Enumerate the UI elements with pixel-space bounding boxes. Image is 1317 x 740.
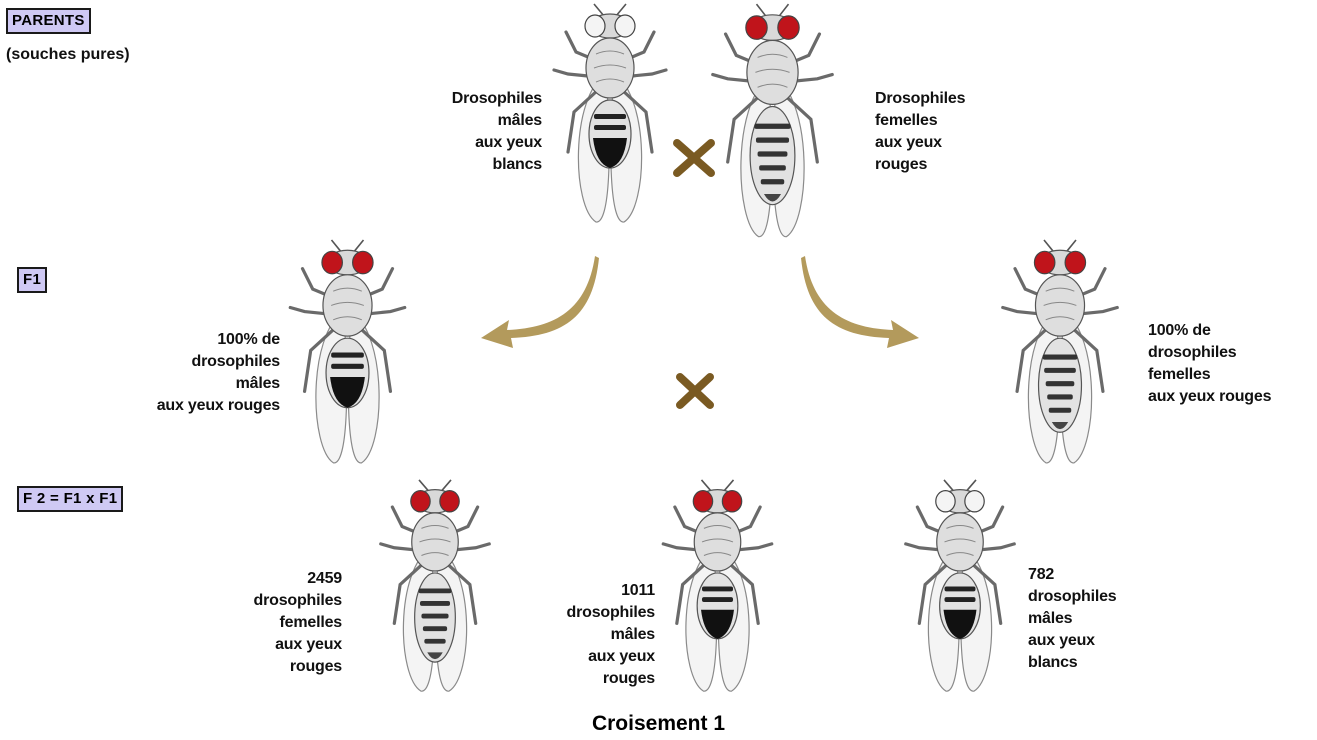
arrow-to-f1-male: [475, 250, 605, 350]
cross-symbol-parents: [673, 139, 715, 177]
label-f2-female-red: 2459 drosophiles femelles aux yeux rouge…: [200, 568, 342, 678]
fly-parent-female: [700, 2, 845, 242]
label-f2-male-red: 1011 drosophiles mâles aux yeux rouges: [512, 580, 655, 690]
fly-f1-female: [980, 238, 1140, 468]
fly-f2-male-red: [660, 478, 775, 696]
label-parent-female: Drosophiles femelles aux yeux rouges: [875, 88, 1015, 176]
generation-label-f1: F1: [17, 267, 47, 293]
label-f2-male-white: 782 drosophiles mâles aux yeux blancs: [1028, 564, 1168, 674]
fly-parent-male: [550, 2, 670, 227]
fly-f2-male-white: [900, 478, 1020, 696]
label-parent-male: Drosophiles mâles aux yeux blancs: [412, 88, 542, 176]
label-f1-female: 100% de drosophiles femelles aux yeux ro…: [1148, 320, 1313, 408]
generation-label-parents: PARENTS: [6, 8, 91, 34]
fly-f2-female-red: [360, 478, 510, 696]
label-f1-male: 100% de drosophiles mâles aux yeux rouge…: [130, 329, 280, 417]
fly-f1-male: [280, 238, 415, 468]
arrow-to-f1-female: [795, 250, 925, 350]
cross-symbol-f1: [676, 373, 714, 409]
generation-label-f2: F 2 = F1 x F1: [17, 486, 123, 512]
generation-sublabel-parents: (souches pures): [6, 46, 130, 64]
diagram-caption: Croisement 1: [0, 712, 1317, 736]
